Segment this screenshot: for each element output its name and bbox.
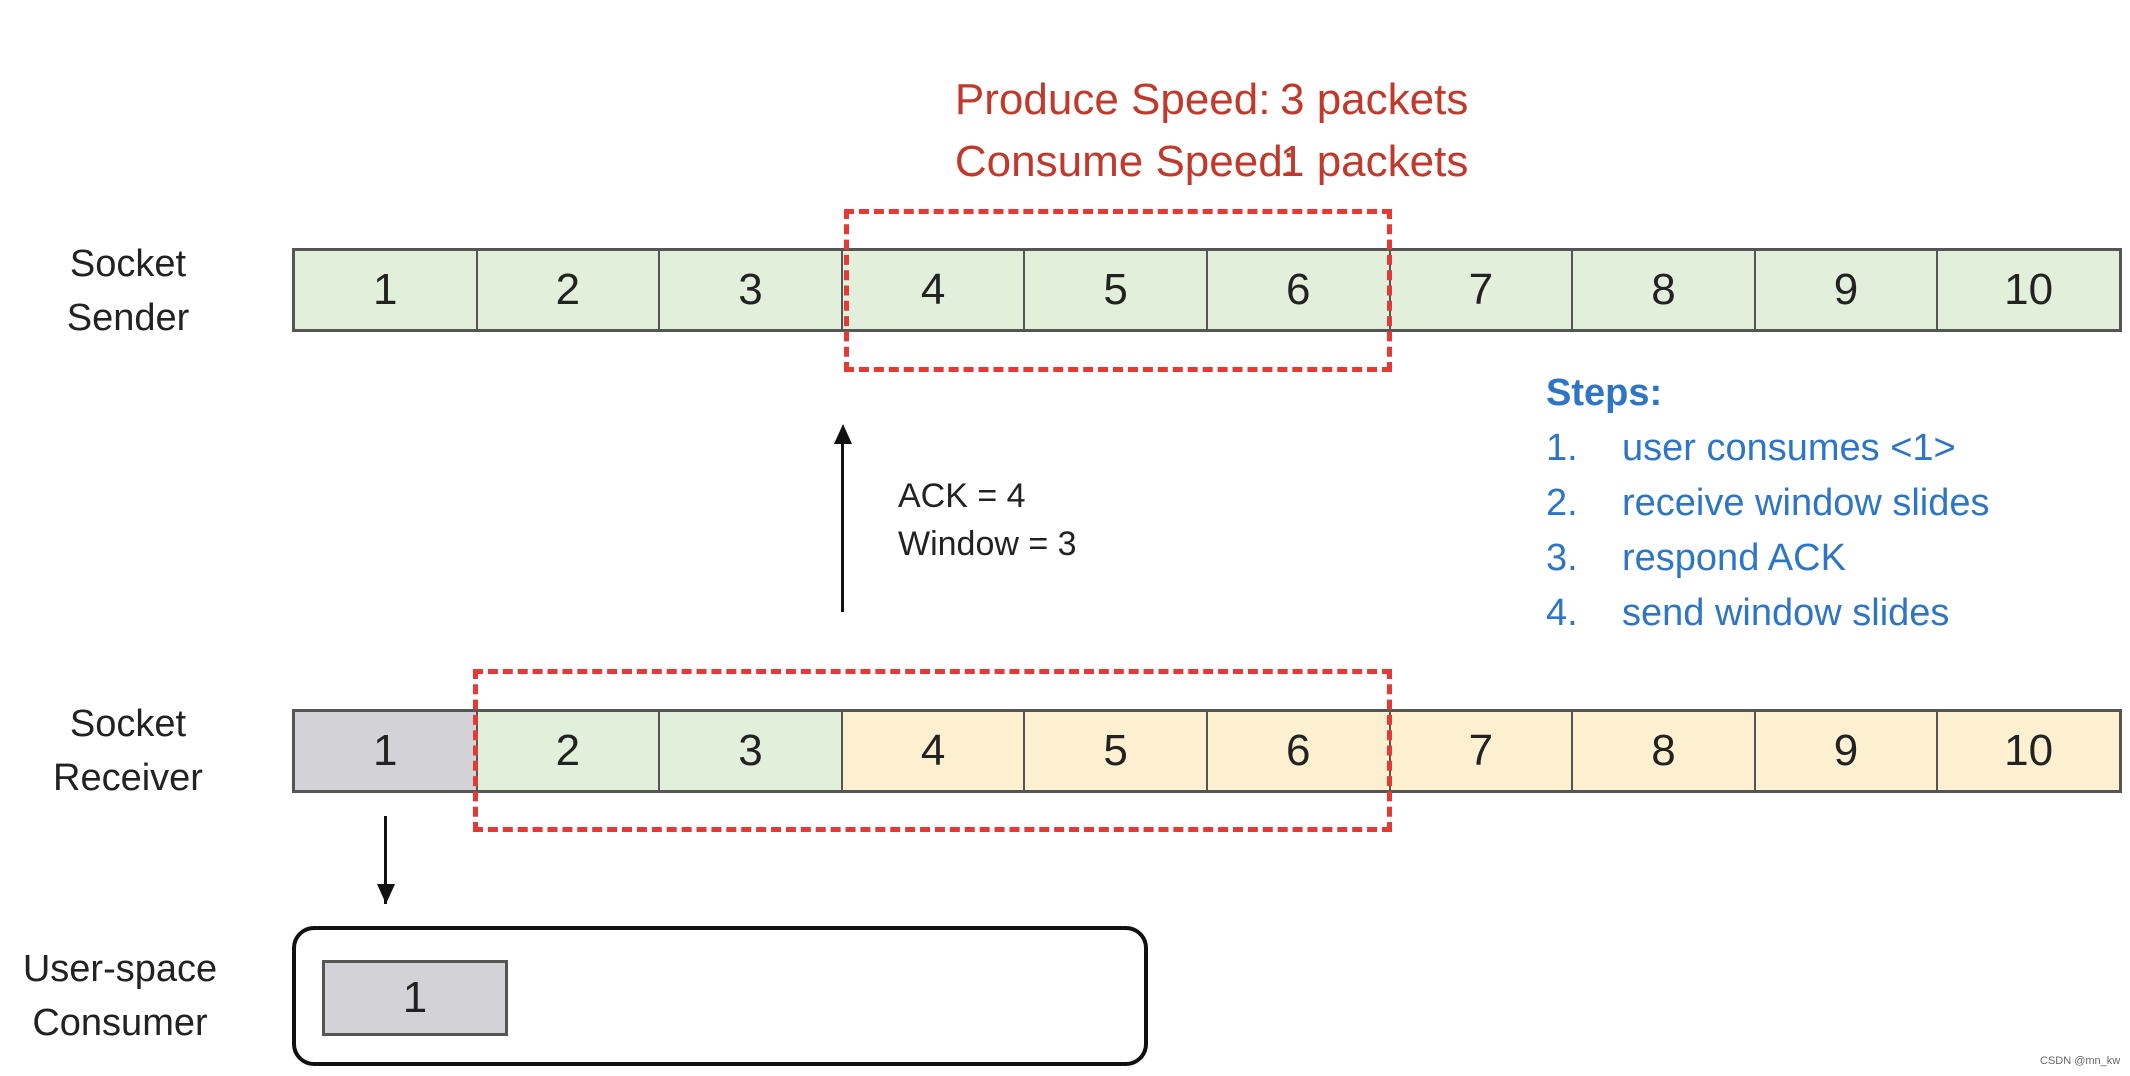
- receiver-label-line2: Receiver: [53, 757, 203, 799]
- consume-speed: Consume Speed:1 packets: [906, 72, 1468, 252]
- sender-label-line1: Socket: [69, 243, 187, 285]
- receiver-packet-9: 9: [1755, 712, 1939, 790]
- steps-title: Steps:: [1546, 372, 1663, 414]
- consumed-packet: 1: [322, 960, 508, 1036]
- step-number: 4.: [1546, 592, 1578, 634]
- step-number: 2.: [1546, 482, 1578, 524]
- sender-packet-2: 2: [477, 251, 661, 329]
- sender-packet-9: 9: [1755, 251, 1939, 329]
- receiver-packet-5: 5: [1025, 712, 1208, 790]
- consume-speed-value: 1 packets: [1280, 137, 1469, 186]
- send-window: [844, 209, 1392, 372]
- receiver-label-line1: Socket: [69, 703, 187, 745]
- step-text: respond ACK: [1622, 537, 1846, 579]
- steps-list: Steps: 1. user consumes <1> 2. receive w…: [1546, 366, 1990, 641]
- watermark: CSDN @mn_kw: [2040, 1055, 2121, 1067]
- receiver-packet-2: 2: [477, 712, 661, 790]
- receiver-packet-4: 4: [842, 712, 1026, 790]
- ack-info: ACK = 4 Window = 3: [898, 472, 1077, 568]
- ack-arrow-head: [834, 424, 852, 444]
- sender-label: Socket Sender: [8, 237, 248, 345]
- user-space-consumer-box: [292, 926, 1148, 1066]
- produce-speed-value: 3 packets: [1280, 75, 1469, 124]
- consume-arrow-head: [377, 884, 395, 904]
- ack-arrow-line: [841, 440, 844, 612]
- step-text: receive window slides: [1622, 482, 1990, 524]
- step-item: 2. receive window slides: [1546, 476, 1990, 531]
- receiver-packet-6: 6: [1207, 712, 1391, 790]
- consume-arrow-line: [384, 816, 387, 904]
- step-item: 3. respond ACK: [1546, 531, 1990, 586]
- sender-packet-10: 10: [1938, 251, 2119, 329]
- consumer-label-line1: User-space: [22, 948, 218, 990]
- receiver-buffer: 1 2 3 4 5 6 7 8 9 10: [292, 709, 2122, 793]
- sender-packet-3: 3: [660, 251, 843, 329]
- consumer-label: User-space Consumer: [0, 942, 240, 1050]
- step-number: 1.: [1546, 427, 1578, 469]
- produce-speed-label: Produce Speed:: [954, 75, 1271, 124]
- sender-packet-1: 1: [295, 251, 478, 329]
- receiver-packet-1: 1: [295, 712, 478, 790]
- window-value: Window = 3: [898, 525, 1077, 563]
- receiver-packet-8: 8: [1573, 712, 1756, 790]
- step-text: user consumes <1>: [1622, 427, 1956, 469]
- receive-window: [473, 669, 1392, 832]
- produce-speed: Produce Speed:3 packets: [906, 10, 1468, 190]
- sender-packet-7: 7: [1390, 251, 1574, 329]
- consumer-label-line2: Consumer: [32, 1002, 208, 1044]
- step-number: 3.: [1546, 537, 1578, 579]
- sender-packet-5: 5: [1025, 251, 1208, 329]
- receiver-packet-10: 10: [1938, 712, 2119, 790]
- step-text: send window slides: [1622, 592, 1950, 634]
- consume-speed-label: Consume Speed:: [954, 137, 1295, 186]
- step-item: 4. send window slides: [1546, 586, 1990, 641]
- receiver-packet-7: 7: [1390, 712, 1574, 790]
- receiver-label: Socket Receiver: [8, 697, 248, 805]
- sender-label-line2: Sender: [66, 297, 190, 339]
- sender-packet-8: 8: [1573, 251, 1756, 329]
- ack-value: ACK = 4: [898, 477, 1026, 515]
- sender-buffer: 1 2 3 4 5 6 7 8 9 10: [292, 248, 2122, 332]
- receiver-packet-3: 3: [660, 712, 843, 790]
- step-item: 1. user consumes <1>: [1546, 421, 1990, 476]
- sender-packet-4: 4: [842, 251, 1026, 329]
